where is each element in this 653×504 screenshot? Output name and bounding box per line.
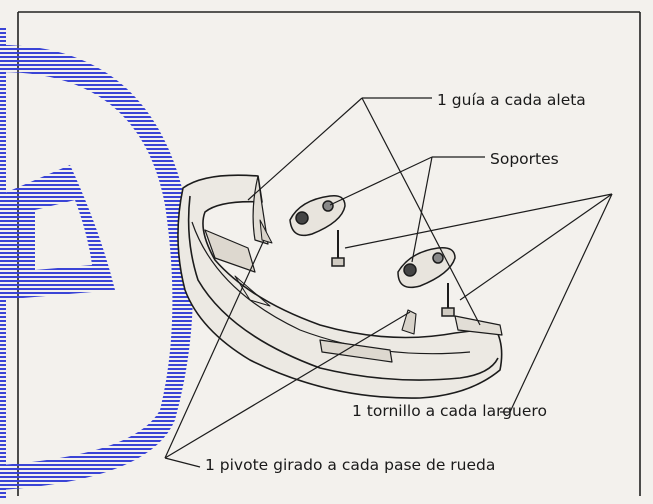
label-pivote: 1 pivote girado a cada pase de rueda <box>205 456 496 474</box>
bumper <box>177 174 503 399</box>
label-soportes: Soportes <box>490 150 559 168</box>
label-guia: 1 guía a cada aleta <box>437 91 586 109</box>
support-right <box>397 246 456 317</box>
leader-lines <box>164 97 613 468</box>
support-left <box>289 194 346 267</box>
watermark-logo <box>0 28 193 498</box>
label-tornillo: 1 tornillo a cada larguero <box>352 402 547 420</box>
